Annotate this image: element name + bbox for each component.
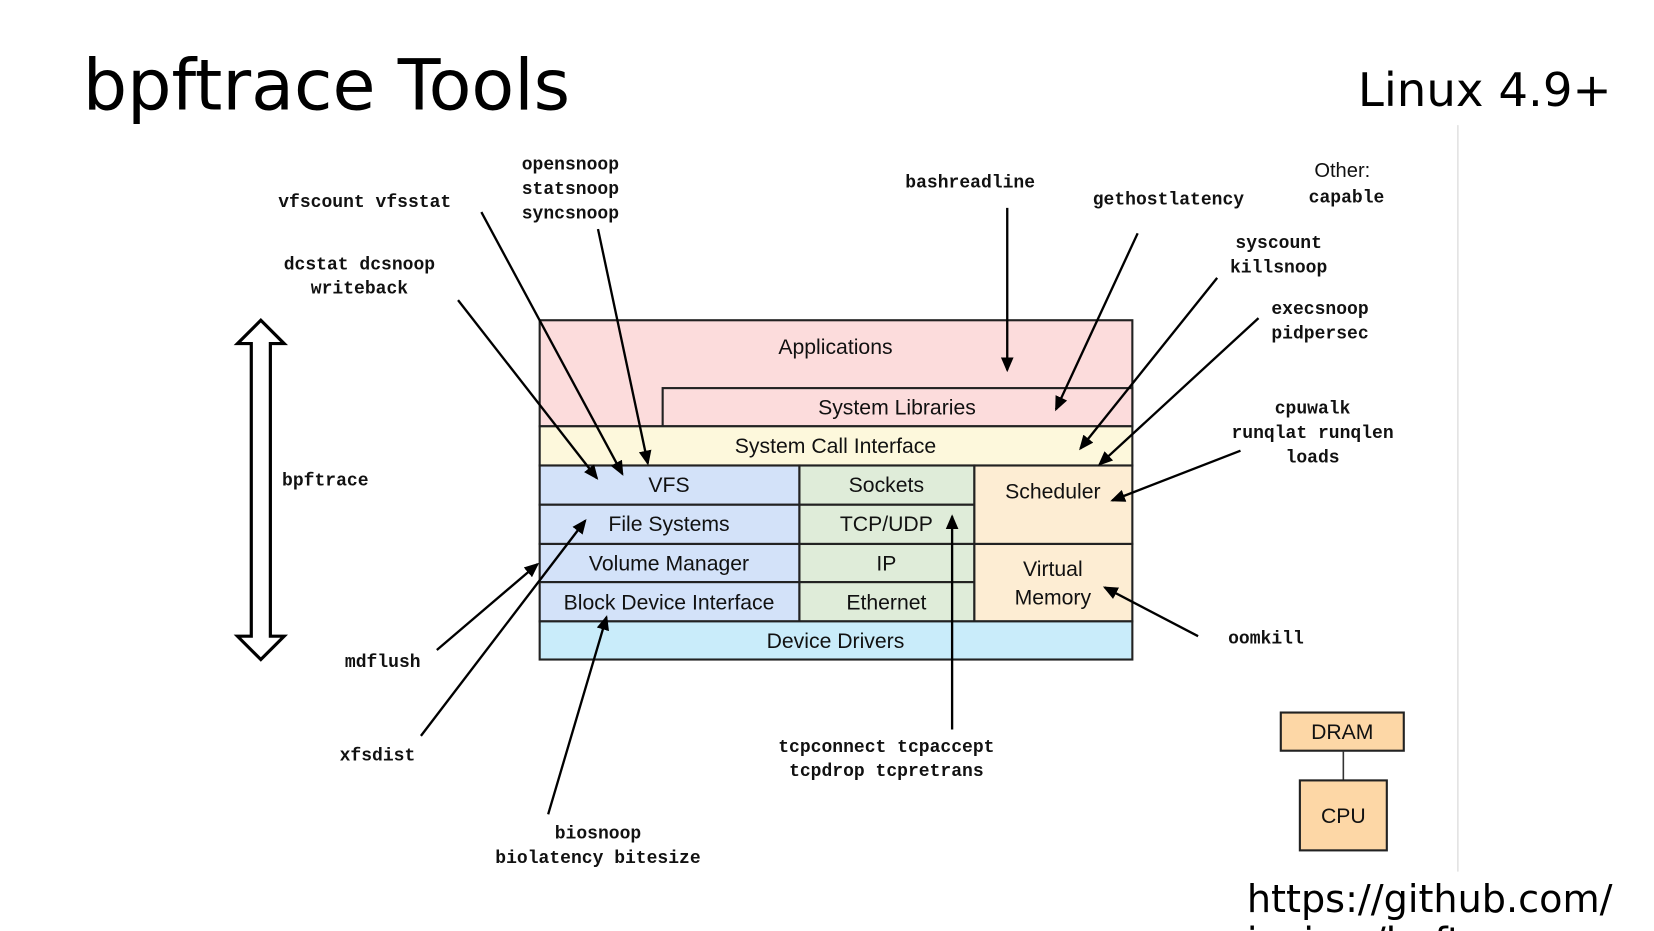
layer-file-systems-label: File Systems	[608, 513, 729, 536]
tool-gethostlatency: gethostlatency	[1093, 191, 1245, 211]
tool-tcpdrop: tcpdrop tcpretrans	[789, 762, 984, 782]
arrow-oomkill	[1102, 586, 1199, 638]
layer-sockets-label: Sockets	[849, 474, 924, 497]
layer-syscall-label: System Call Interface	[735, 435, 936, 458]
hardware: DRAM CPU	[1279, 711, 1405, 852]
layer-device-drivers-label: Device Drivers	[767, 630, 905, 653]
url-line-1[interactable]: https://github.com/	[1247, 877, 1613, 921]
tool-pidpersec: pidpersec	[1271, 324, 1368, 344]
layer-sockets	[798, 464, 976, 506]
bpftrace-label: bpftrace	[282, 472, 369, 492]
slide-subtitle: Linux 4.9+	[1358, 64, 1612, 118]
tool-mdflush: mdflush	[345, 653, 421, 673]
hw-cpu-label: CPU	[1321, 805, 1366, 828]
slide-title: bpftrace Tools	[83, 44, 570, 126]
tool-biolatency: biolatency bitesize	[495, 849, 700, 869]
bpftrace-range-arrow: bpftrace	[233, 317, 369, 662]
layer-system-libraries-label: System Libraries	[818, 397, 976, 420]
tool-opensnoop: opensnoop	[522, 156, 619, 176]
layer-volume-manager-label: Volume Manager	[589, 552, 749, 575]
tool-bashreadline: bashreadline	[905, 174, 1035, 194]
tool-tcpconnect: tcpconnect tcpaccept	[778, 738, 994, 758]
layer-scheduler	[973, 464, 1134, 546]
url-line-2[interactable]: iovisor/bpftrace	[1247, 919, 1546, 931]
arrow-biosnoop	[547, 615, 609, 815]
arrow-execsnoop	[1097, 317, 1260, 466]
arrow-vfscount	[480, 211, 624, 476]
layer-virtual-memory-label-1: Virtual	[1023, 558, 1083, 581]
tool-xfsdist: xfsdist	[340, 746, 416, 766]
layer-volume-manager	[538, 542, 801, 584]
layer-tcp-udp-label: TCP/UDP	[840, 513, 933, 536]
tool-biosnoop: biosnoop	[555, 825, 642, 845]
tool-arrows	[419, 207, 1260, 815]
hw-dram-label: DRAM	[1311, 721, 1373, 744]
tool-execsnoop: execsnoop	[1271, 300, 1368, 320]
layer-applications-label: Applications	[778, 336, 892, 359]
layer-block-device-interface	[538, 581, 801, 623]
tool-syncsnoop: syncsnoop	[522, 204, 619, 224]
tool-writeback: writeback	[311, 280, 408, 300]
tool-runqlat: runqlat runqlen	[1232, 424, 1394, 444]
double-arrow-icon	[233, 317, 288, 662]
layer-ip-label: IP	[876, 552, 896, 575]
other-label: Other:	[1314, 160, 1370, 182]
hw-dram	[1279, 711, 1405, 752]
arrow-xfsdist	[419, 518, 587, 737]
arrow-syscount	[1079, 277, 1219, 451]
tool-oomkill: oomkill	[1228, 630, 1304, 650]
tool-vfscount: vfscount vfsstat	[278, 193, 451, 213]
layer-ip	[798, 542, 976, 584]
tool-killsnoop: killsnoop	[1230, 259, 1327, 279]
arrow-mdflush	[436, 562, 540, 651]
tool-dcstat: dcstat dcsnoop	[284, 255, 435, 275]
layer-tcp-udp	[798, 503, 976, 546]
layer-virtual-memory	[973, 542, 1134, 623]
arrow-cpuwalk	[1110, 449, 1241, 502]
layer-ethernet	[798, 581, 976, 623]
layer-ethernet-label: Ethernet	[846, 592, 926, 615]
layer-virtual-memory-label-2: Memory	[1015, 586, 1092, 609]
tool-statsnoop: statsnoop	[522, 180, 619, 200]
layer-system-call-interface	[538, 425, 1134, 467]
layer-vfs-label: VFS	[648, 474, 689, 497]
tool-syscount: syscount	[1235, 234, 1321, 254]
arrow-dcstat	[457, 299, 599, 480]
tool-loads: loads	[1286, 448, 1340, 468]
other-tools: capable	[1309, 189, 1385, 209]
layer-block-device-label: Block Device Interface	[564, 592, 775, 615]
layer-scheduler-label: Scheduler	[1005, 480, 1100, 503]
software-stack: Applications System Libraries System Cal…	[538, 319, 1134, 661]
arrow-opensnoop	[596, 228, 652, 466]
layer-device-drivers	[538, 620, 1134, 661]
hw-cpu	[1298, 779, 1388, 852]
arrow-gethostlatency	[1054, 232, 1139, 412]
tool-cpuwalk: cpuwalk	[1275, 400, 1351, 420]
